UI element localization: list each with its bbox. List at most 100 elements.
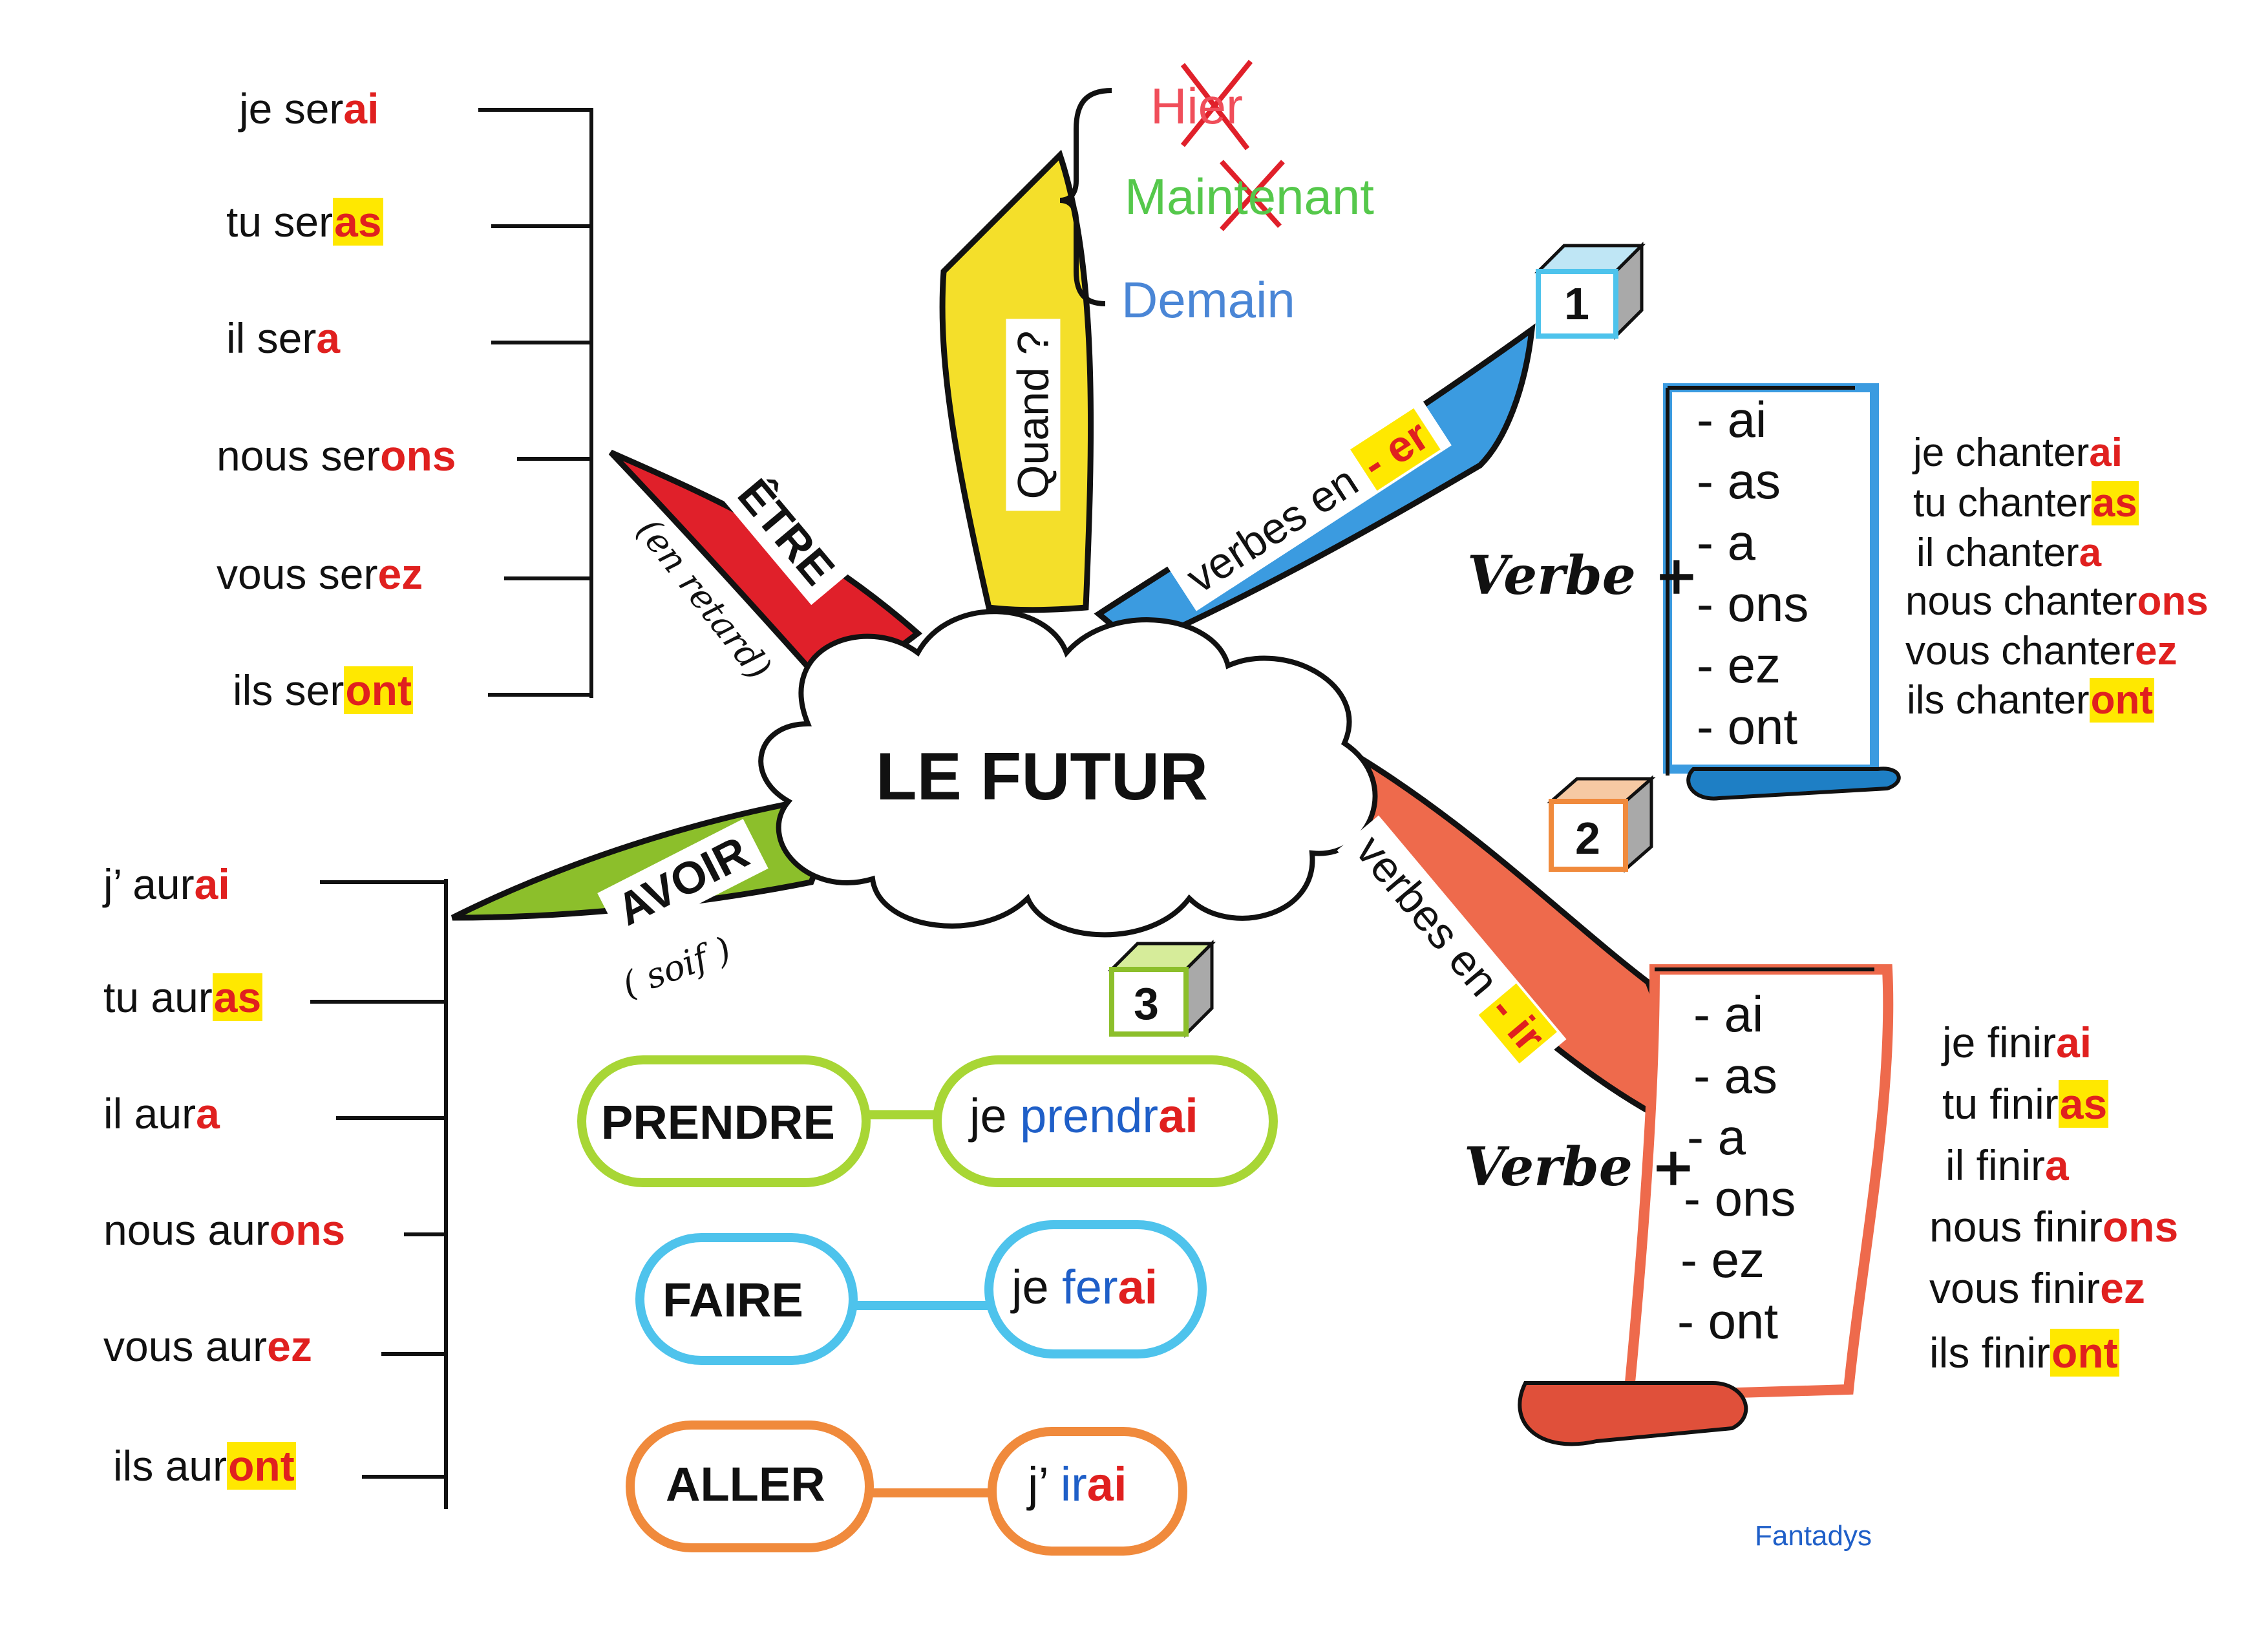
cross-marks xyxy=(1180,59,1285,231)
list-item: - a xyxy=(1697,514,1756,571)
er-row: nous chanterons xyxy=(1905,582,2209,622)
stem: vous ser xyxy=(217,550,378,598)
etre-bracket xyxy=(478,108,593,698)
ending: a xyxy=(196,1090,220,1137)
faire-infinitive: FAIRE xyxy=(662,1273,803,1327)
list-item: - as xyxy=(1697,452,1781,509)
pronoun: j’ xyxy=(1028,1457,1061,1511)
word-maintenant: Maintenant xyxy=(1125,168,1374,225)
list-item: - ez xyxy=(1697,637,1781,693)
ir-row: vous finirez xyxy=(1929,1267,2145,1309)
ending: as xyxy=(333,198,383,246)
list-item: - ons xyxy=(1684,1170,1796,1227)
etre-row: nous serons xyxy=(217,434,456,477)
list-item: - ai xyxy=(1693,986,1764,1042)
stem: nous aur xyxy=(103,1206,270,1254)
er-row: vous chanterez xyxy=(1905,631,2177,671)
ending: as xyxy=(2091,481,2139,525)
ending: ai xyxy=(1118,1260,1158,1314)
list-item: - as xyxy=(1693,1047,1778,1104)
ending: ai xyxy=(194,860,230,908)
stem: tu finir xyxy=(1942,1080,2059,1128)
stem: ir xyxy=(1060,1457,1087,1511)
stem: tu ser xyxy=(226,198,334,246)
ending: ai xyxy=(1158,1089,1198,1143)
avoir-bracket xyxy=(310,879,448,1509)
quand-label: Quand ? xyxy=(1006,319,1061,511)
stem: ils ser xyxy=(233,666,344,714)
credit-text: Fantadys xyxy=(1755,1520,1872,1552)
aller-future: j’ irai xyxy=(1028,1461,1127,1508)
faire-future: je ferai xyxy=(1012,1263,1158,1311)
stem: j’ aur xyxy=(103,860,195,908)
stem: prendr xyxy=(1020,1089,1159,1143)
stem: nous ser xyxy=(217,432,381,480)
er-row: tu chanteras xyxy=(1913,481,2139,525)
stem: ils aur xyxy=(113,1442,228,1490)
list-item: - a xyxy=(1687,1108,1746,1165)
avoir-row: nous aurons xyxy=(103,1209,345,1251)
ending: ons xyxy=(269,1206,346,1254)
ending: ez xyxy=(2100,1264,2145,1312)
stem: nous finir xyxy=(1929,1203,2103,1251)
ending: a xyxy=(2079,531,2102,575)
ir-row: nous finirons xyxy=(1929,1205,2178,1248)
stem: je ser xyxy=(239,85,344,132)
etre-row: je serai xyxy=(239,87,379,130)
cube-3-number: 3 xyxy=(1134,978,1159,1029)
stem: il ser xyxy=(226,314,317,362)
avoir-row: j’ aurai xyxy=(103,863,230,905)
stem: fer xyxy=(1062,1260,1118,1314)
stem: il finir xyxy=(1945,1141,2046,1189)
etre-row: il sera xyxy=(226,317,340,359)
avoir-row: tu auras xyxy=(103,973,263,1021)
ending: ons xyxy=(380,432,456,480)
list-item: - ons xyxy=(1697,575,1809,632)
prendre-infinitive: PRENDRE xyxy=(601,1095,835,1149)
list-item: - ont xyxy=(1677,1293,1779,1349)
ending: as xyxy=(2058,1080,2109,1128)
avoir-row: ils auront xyxy=(113,1442,296,1490)
avoir-row: vous aurez xyxy=(103,1325,312,1368)
cube-3 xyxy=(1107,939,1216,1039)
aller-pills xyxy=(626,1421,1187,1556)
center-title: LE FUTUR xyxy=(876,739,1209,814)
ending: ons xyxy=(2102,1203,2179,1251)
stem: ils chanter xyxy=(1907,678,2090,723)
word-demain: Demain xyxy=(1121,271,1295,328)
faire-pills xyxy=(635,1220,1207,1365)
list-item: - ont xyxy=(1697,698,1798,755)
cube-1 xyxy=(1534,241,1646,341)
stem: tu aur xyxy=(103,973,213,1021)
stem: nous chanter xyxy=(1905,579,2137,624)
ending: ai xyxy=(343,85,379,132)
pronoun: je xyxy=(1012,1260,1063,1314)
ending: ont xyxy=(2089,678,2154,723)
er-verbe-plus: Verbe + xyxy=(1467,545,1699,607)
quand-brace xyxy=(1059,88,1112,306)
ir-scroll xyxy=(1518,964,1894,1446)
ending: as xyxy=(212,973,263,1021)
stem: tu chanter xyxy=(1913,481,2092,525)
avoir-row: il aura xyxy=(103,1092,220,1135)
stem: vous chanter xyxy=(1905,629,2135,673)
ir-row: ils finiront xyxy=(1929,1329,2119,1377)
er-scroll xyxy=(1663,383,1901,801)
center-cloud xyxy=(758,609,1378,938)
cube-1-number: 1 xyxy=(1564,279,1589,329)
cube-2-number: 2 xyxy=(1575,813,1600,863)
ending: a xyxy=(2045,1141,2069,1189)
ending: ai xyxy=(2056,1019,2092,1066)
etre-row: tu seras xyxy=(226,198,383,246)
ir-verbe-plus: Verbe + xyxy=(1464,1136,1696,1198)
stem: ils finir xyxy=(1929,1329,2051,1377)
stem: il chanter xyxy=(1916,531,2079,575)
ending: a xyxy=(316,314,341,362)
prendre-future: je prendrai xyxy=(970,1092,1198,1140)
ending: ai xyxy=(1086,1457,1127,1511)
ending: ons xyxy=(2137,579,2209,624)
ending: ont xyxy=(227,1442,296,1490)
ending: ai xyxy=(2089,430,2123,475)
